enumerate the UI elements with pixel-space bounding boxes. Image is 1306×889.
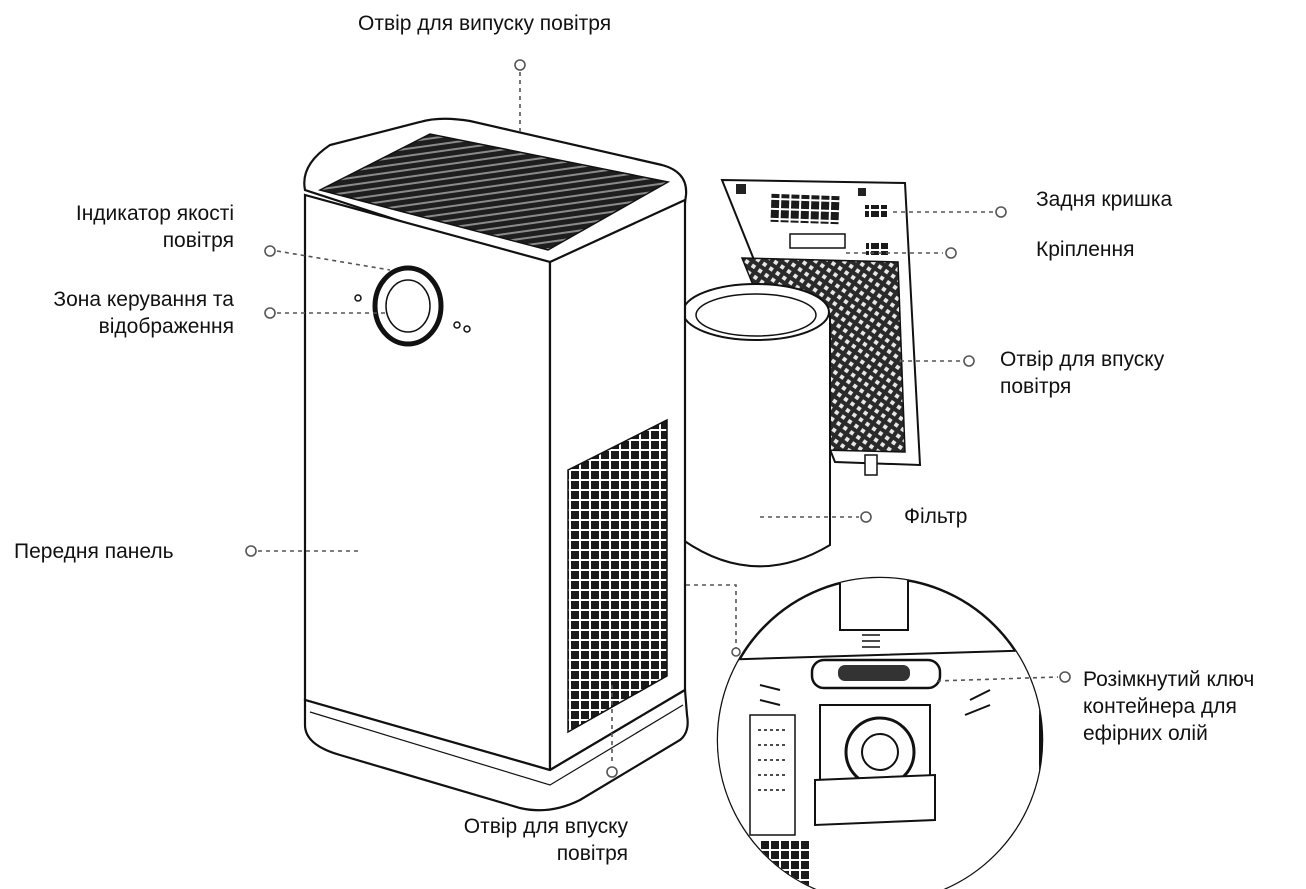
label-line: ефірних олій (1083, 722, 1208, 745)
label-inlet-back: Отвір для впуску повітря (1000, 346, 1164, 400)
detail-zoom (716, 576, 1044, 889)
leader-lines (245, 59, 1071, 778)
label-line: Фільтр (904, 505, 968, 528)
label-back-cover: Задня кришка (1036, 186, 1172, 213)
label-line: Розімкнутий ключ (1083, 668, 1255, 691)
label-outlet-top: Отвір для випуску повітря (358, 10, 611, 37)
label-line: Отвір для випуску повітря (358, 12, 612, 35)
label-line: Передня панель (14, 540, 174, 563)
label-line: Кріплення (1036, 238, 1135, 261)
label-filter: Фільтр (904, 503, 967, 530)
filter-cylinder (682, 283, 831, 568)
label-line: повітря (162, 229, 234, 252)
label-line: Отвір для впуску (1000, 348, 1165, 371)
label-line: повітря (1000, 375, 1072, 398)
purifier-body (303, 117, 689, 812)
label-mount: Кріплення (1036, 236, 1134, 263)
label-line: Зона керування та (53, 288, 234, 311)
label-line: відображення (98, 315, 234, 338)
label-inlet-bottom: Отвір для впуску повітря (464, 813, 628, 867)
label-line: Індикатор якості (75, 202, 234, 225)
label-oil-container-key: Розімкнутий ключ контейнера для ефірних … (1083, 666, 1254, 747)
label-line: повітря (556, 842, 628, 865)
label-front-panel: Передня панель (14, 538, 174, 565)
label-line: Отвір для впуску (463, 815, 628, 838)
label-air-quality-indicator: Індикатор якості повітря (76, 200, 234, 254)
label-line: Задня кришка (1036, 188, 1173, 211)
label-control-zone: Зона керування та відображення (53, 286, 234, 340)
label-line: контейнера для (1083, 695, 1237, 718)
